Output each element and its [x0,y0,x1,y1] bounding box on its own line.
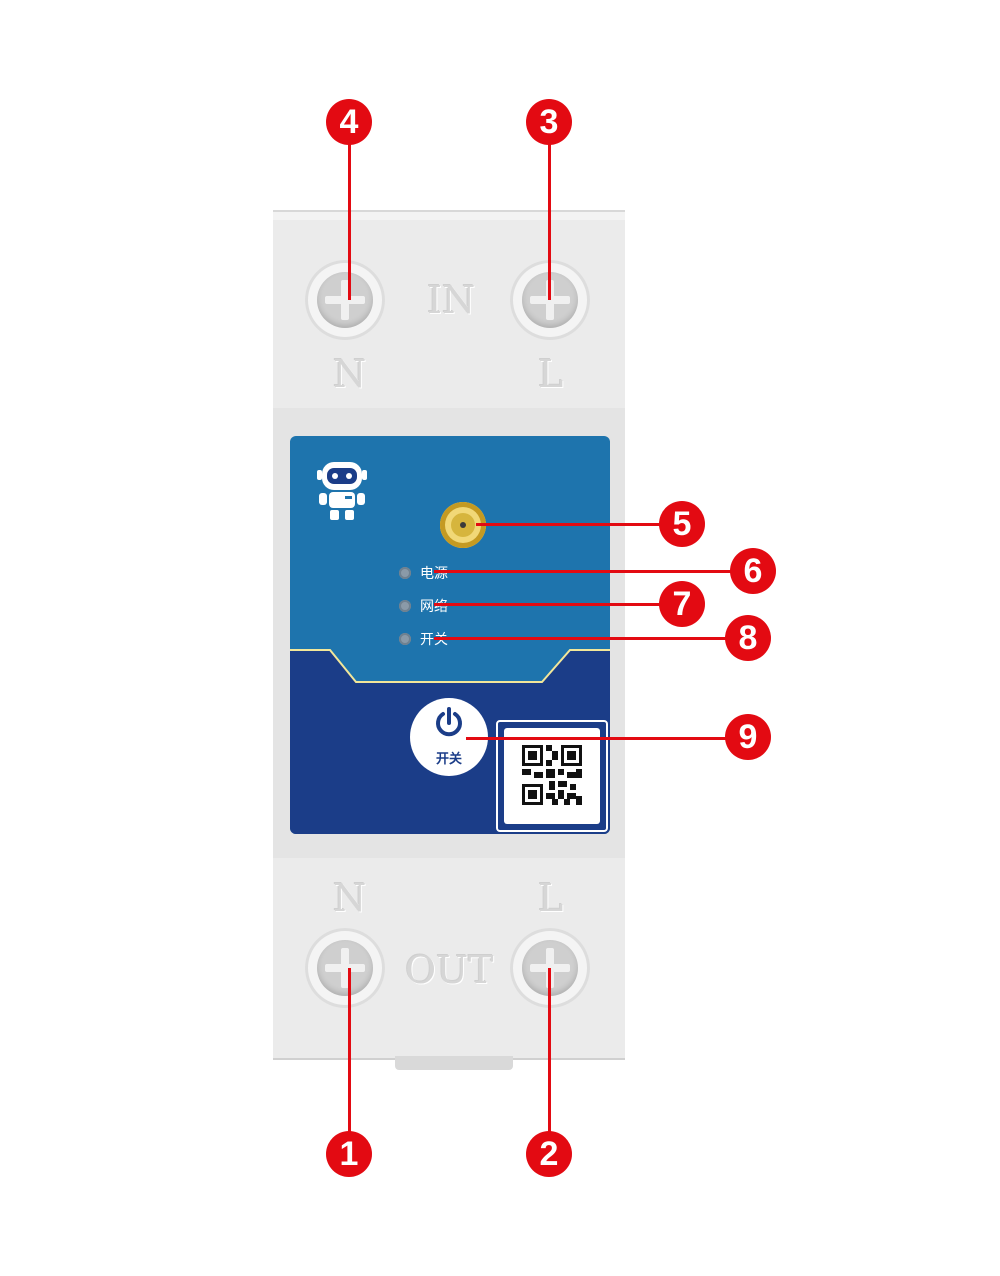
callout-line-9 [466,737,741,740]
label-out-l: L [538,876,564,920]
callout-badge-5: 5 [659,501,705,547]
label-out-n: N [333,876,367,920]
power-led [399,567,411,579]
switch-led [399,633,411,645]
callout-badge-7: 7 [659,581,705,627]
label-in-l: L [538,352,564,396]
callout-badge-2: 2 [526,1131,572,1177]
callout-badge-6: 6 [730,548,776,594]
callout-badge-9: 9 [725,714,771,760]
callout-line-8 [434,637,739,640]
robot-logo-icon [317,462,367,520]
callout-line-3 [548,135,551,300]
switch-led-label: 开关 [420,632,448,648]
qr-code-icon [522,745,582,805]
terminal-out-n[interactable] [305,928,385,1008]
callout-line-2 [548,968,551,1148]
screw-icon [317,940,373,996]
antenna-pin [460,522,466,528]
terminal-in-n[interactable] [305,260,385,340]
power-led-label: 电源 [420,566,448,582]
callout-line-5 [476,523,671,526]
network-led [399,600,411,612]
callout-line-7 [434,603,679,606]
qr-frame [496,720,608,832]
power-icon [436,707,462,737]
callout-line-4 [348,135,351,300]
housing-top-ridge [273,212,625,220]
network-led-label: 网络 [420,599,448,615]
power-button-label: 开关 [435,752,462,767]
label-out: OUT [405,948,494,992]
screw-icon [317,272,373,328]
callout-badge-3: 3 [526,99,572,145]
callout-line-6 [434,570,744,573]
label-in-n: N [333,352,367,396]
callout-badge-8: 8 [725,615,771,661]
callout-badge-4: 4 [326,99,372,145]
label-in: IN [427,278,476,322]
callout-badge-1: 1 [326,1131,372,1177]
callout-line-1 [348,968,351,1148]
din-rail-clip [395,1056,513,1070]
